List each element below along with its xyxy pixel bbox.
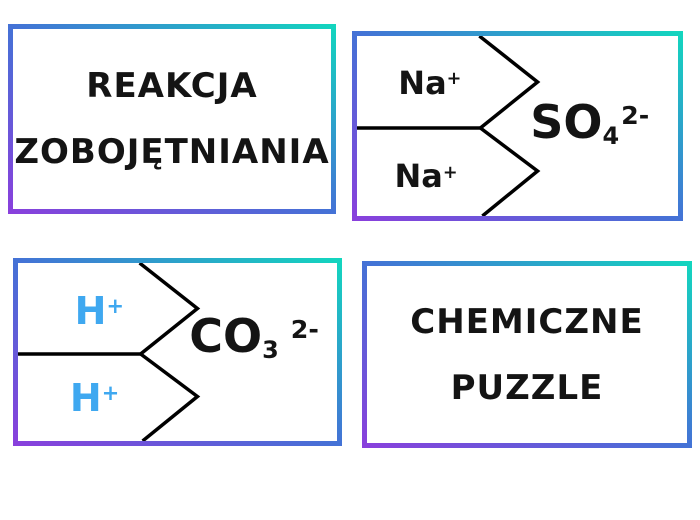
- anion-label: CO3 2-: [189, 309, 319, 363]
- cation-label-top: Na+: [398, 64, 461, 102]
- cation-symbol: H: [69, 376, 102, 421]
- cation-charge: +: [106, 293, 125, 318]
- cation-symbol: Na: [398, 63, 447, 102]
- card-face: REAKCJA ZOBOJĘTNIANIA: [13, 29, 331, 209]
- card-face: H+ H+ CO32-: [18, 263, 337, 441]
- reakcja-title-card: REAKCJA ZOBOJĘTNIANIA: [8, 24, 336, 214]
- cation-charge: +: [442, 162, 458, 183]
- anion-charge: 2-: [290, 315, 319, 345]
- card-face: CHEMICZNE PUZZLE: [367, 266, 687, 443]
- card-title-line-1: REAKCJA: [86, 66, 258, 106]
- puzzle-cut-lines: [357, 36, 541, 216]
- puzzle-cut-lines: [18, 263, 201, 441]
- anion-label: SO42-: [530, 95, 649, 149]
- cation-symbol: H: [74, 289, 107, 334]
- card-title-line-2: PUZZLE: [450, 367, 604, 408]
- cation-label-bottom: Na+: [394, 157, 457, 195]
- cation-symbol: Na: [394, 157, 443, 196]
- anion-charge: 2-: [621, 101, 650, 131]
- cation-charge: +: [101, 380, 120, 405]
- anion-subscript: 4: [602, 122, 620, 151]
- anion-symbol: CO: [189, 308, 263, 363]
- card-face: Na+ Na+ SO42-: [357, 36, 678, 216]
- anion-subscript: 3: [262, 335, 279, 364]
- anion-symbol: SO: [530, 95, 603, 150]
- h2co3-puzzle-card: H+ H+ CO32-: [13, 258, 342, 446]
- cation-charge: +: [446, 69, 462, 90]
- card-title-line-1: CHEMICZNE: [410, 301, 644, 342]
- chemiczne-puzzle-title-card: CHEMICZNE PUZZLE: [362, 261, 692, 448]
- cation-label-top: H+: [75, 289, 124, 333]
- card-title-line-2: ZOBOJĘTNIANIA: [14, 132, 330, 172]
- na2so4-puzzle-card: Na+ Na+ SO42-: [352, 31, 683, 221]
- cation-label-bottom: H+: [70, 376, 119, 420]
